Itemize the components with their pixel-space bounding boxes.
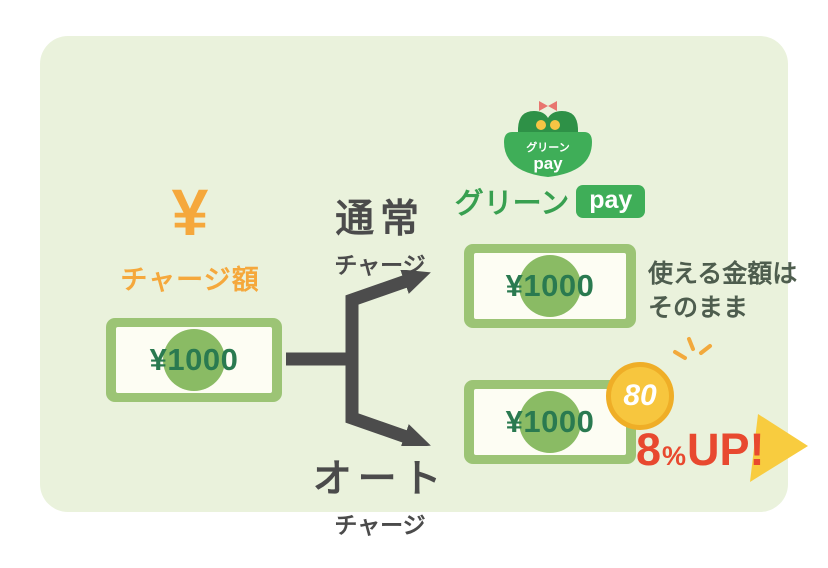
brand-logo-badge: pay [576,184,646,218]
source-banknote: ¥1000 [106,318,282,402]
banknote-circle [519,255,581,317]
banknote-value: ¥1000 [149,342,239,377]
banknote-value: ¥1000 [505,404,595,439]
coin-value: 80 [623,379,657,412]
yen-symbol: ¥ [171,175,209,249]
coin-purse-icon: グリーン pay [504,101,592,177]
infographic-card: ¥ チャージ額 ¥1000 通常 チャージ オート チャー [40,36,808,538]
banknote-face: ¥1000 [474,389,626,455]
bonus-burst-icon [750,414,808,482]
banknote-circle [519,391,581,453]
banknote-face: ¥1000 [116,327,272,393]
branch-auto-sub: チャージ [334,512,426,538]
branch-normal-label: 通常 チャージ [310,188,450,280]
result-normal-banknote: ¥1000 [464,244,636,328]
charge-amount-label: チャージ額 [120,265,260,295]
branch-normal-sub: チャージ [334,252,426,278]
bonus-percent: % [662,441,687,471]
bonus-text: 8 % UP! [636,424,826,476]
brand-logo: グリーン pay [454,180,646,222]
branch-auto-label: オート チャージ [310,448,450,540]
normal-note-line1: 使える金額は [648,260,798,288]
banknote-value: ¥1000 [505,268,595,303]
bonus-prefix: 8 [636,424,662,475]
banknote-circle [163,329,225,391]
purse-label-top: グリーン [526,140,569,154]
banknote-face: ¥1000 [474,253,626,319]
normal-note: 使える金額は そのまま [648,258,818,326]
bonus-suffix: UP! [687,424,765,475]
normal-note-line2: そのまま [648,293,749,322]
brand-logo-name: グリーン [454,188,570,220]
sparkle-icon [673,337,712,360]
result-auto-banknote: ¥1000 [464,380,636,464]
branch-auto-main: オート [312,458,448,501]
branch-normal-main: 通常 [335,198,425,241]
purse-label-bottom: pay [533,154,563,173]
fork-arrows-icon [286,270,431,446]
bonus-coin: 80 [606,362,674,430]
